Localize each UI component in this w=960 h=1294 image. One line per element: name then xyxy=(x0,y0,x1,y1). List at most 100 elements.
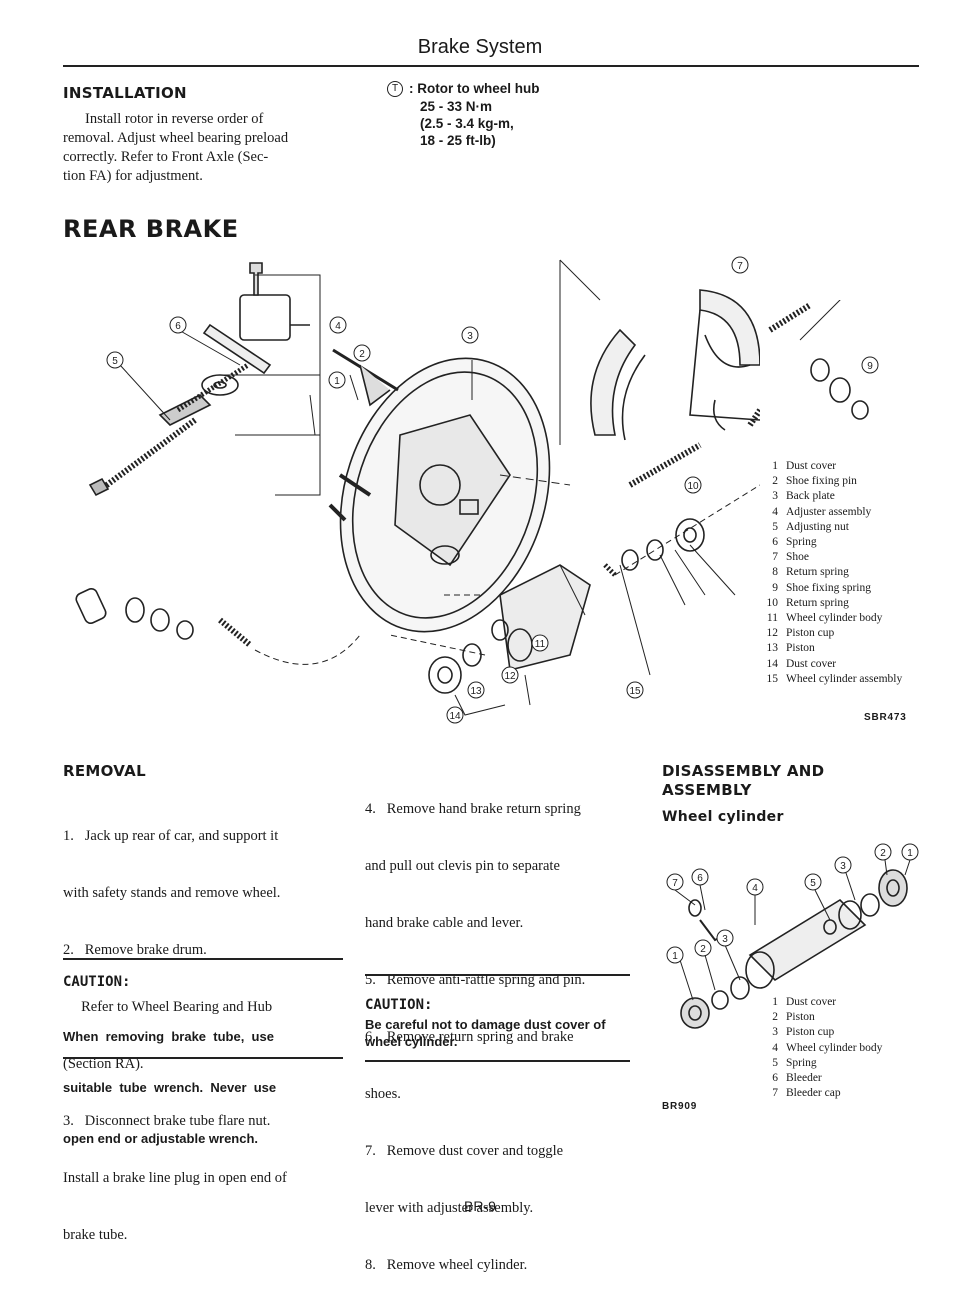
steps-caution-title: CAUTION: xyxy=(365,997,433,1013)
caution-line: When removing brake tube, use xyxy=(63,1029,274,1044)
step-line: 5. Remove anti-rattle spring and pin. xyxy=(365,972,586,988)
callout-number: 7 xyxy=(672,878,678,889)
removal-line: brake tube. xyxy=(63,1227,128,1243)
installation-line: tion FA) for adjustment. xyxy=(63,168,203,184)
callout-number: 3 xyxy=(467,331,473,342)
torque-label: : Rotor to wheel hub xyxy=(409,81,540,96)
installation-text: Install rotor in reverse order of remova… xyxy=(63,110,353,186)
caution-line: Be careful not to damage dust cover of xyxy=(365,1017,606,1032)
caution-line: suitable tube wrench. Never use xyxy=(63,1080,277,1095)
installation-line: removal. Adjust wheel bearing preload xyxy=(63,130,289,146)
wheel-cylinder-exploded-diagram: 7 6 4 5 3 2 1 1 2 3 xyxy=(666,843,919,1029)
wc-callout-3: 3 xyxy=(834,856,852,874)
caution-rule-bottom xyxy=(365,1060,630,1062)
callout-number: 3 xyxy=(722,934,728,945)
header-rule xyxy=(63,65,919,67)
caution-rule-top xyxy=(365,974,630,976)
step-line: shoes. xyxy=(365,1086,401,1102)
callout-number: 6 xyxy=(697,873,703,884)
wc-callout-7: 7 xyxy=(666,873,684,891)
steps-caution-text: Be careful not to damage dust cover of w… xyxy=(365,1016,635,1050)
removal-line: Install a brake line plug in open end of xyxy=(63,1170,287,1186)
callout-13: 13 xyxy=(467,681,485,699)
caution-line: wheel cylinder. xyxy=(365,1034,458,1049)
callout-7: 7 xyxy=(731,256,749,274)
wc-callout-4: 4 xyxy=(746,878,764,896)
disassembly-heading: DISASSEMBLY AND ASSEMBLY xyxy=(662,762,824,800)
callout-2: 2 xyxy=(353,344,371,362)
wc-callout-1: 1 xyxy=(901,843,919,861)
removal-line: with safety stands and remove wheel. xyxy=(63,885,281,901)
rear-brake-figure-code: SBR473 xyxy=(864,712,907,723)
page-header-title: Brake System xyxy=(417,36,543,58)
removal-steps-text: 4. Remove hand brake return spring and p… xyxy=(365,762,635,1294)
callout-6: 6 xyxy=(169,316,187,334)
wc-callout-6: 6 xyxy=(691,868,709,886)
callout-10: 10 xyxy=(684,476,702,494)
callout-1: 1 xyxy=(328,371,346,389)
callout-number: 12 xyxy=(504,671,516,682)
torque-value: (2.5 - 3.4 kg-m, xyxy=(420,116,514,131)
brake-shoe-drawing xyxy=(590,289,760,441)
removal-line: 2. Remove brake drum. xyxy=(63,942,207,958)
step-line: and pull out clevis pin to separate xyxy=(365,858,560,874)
step-line: 7. Remove dust cover and toggle xyxy=(365,1143,564,1159)
wc-callout-2b: 2 xyxy=(694,939,712,957)
step-line: hand brake cable and lever. xyxy=(365,915,524,931)
wc-callout-3b: 3 xyxy=(716,929,734,947)
wc-callout-2: 2 xyxy=(874,843,892,861)
wc-callout-1b: 1 xyxy=(666,946,684,964)
installation-line: correctly. Refer to Front Axle (Sec- xyxy=(63,149,269,165)
heading-line: ASSEMBLY xyxy=(662,781,752,799)
page-number: BR-9 xyxy=(464,1198,496,1214)
step-line: 4. Remove hand brake return spring xyxy=(365,801,581,817)
callout-5: 5 xyxy=(106,351,124,369)
torque-icon: T xyxy=(387,80,403,97)
callout-number: 14 xyxy=(449,711,461,722)
wc-callout-5: 5 xyxy=(804,873,822,891)
callout-number: 6 xyxy=(175,321,181,332)
step-line: 8. Remove wheel cylinder. xyxy=(365,1257,528,1273)
removal-line: (Section RA). xyxy=(63,1056,144,1072)
callout-number: 2 xyxy=(700,944,706,955)
wheel-cylinder-drawing xyxy=(428,564,591,694)
adjuster-assembly-drawing xyxy=(88,262,291,497)
torque-spec: T : Rotor to wheel hub 25 - 33 N·m (2.5 … xyxy=(387,80,540,149)
callout-number: 5 xyxy=(112,356,118,367)
torque-symbol: T xyxy=(391,82,399,94)
callout-9: 9 xyxy=(861,356,879,374)
callout-number: 2 xyxy=(880,848,886,859)
callout-11: 11 xyxy=(531,634,549,652)
removal-line: 3. Disconnect brake tube flare nut. xyxy=(63,1113,271,1129)
shoe-fixing-spring-drawing: 9 xyxy=(768,300,879,420)
torque-value: 25 - 33 N·m xyxy=(420,99,493,114)
step-line: lever with adjuster assembly. xyxy=(365,1200,534,1216)
caution-line: open end or adjustable wrench. xyxy=(63,1131,259,1146)
caution-rule-bottom xyxy=(63,1057,343,1059)
callout-number: 1 xyxy=(334,376,340,387)
small-parts-group xyxy=(75,588,361,665)
wheel-cylinder-figure-code: BR909 xyxy=(662,1101,698,1112)
callout-number: 1 xyxy=(907,848,913,859)
rear-brake-exploded-diagram: 6 5 4 1 2 3 7 8 10 11 12 13 14 15 xyxy=(75,256,760,724)
removal-text: 1. Jack up rear of car, and support it w… xyxy=(63,789,353,1264)
callout-4: 4 xyxy=(329,316,347,334)
